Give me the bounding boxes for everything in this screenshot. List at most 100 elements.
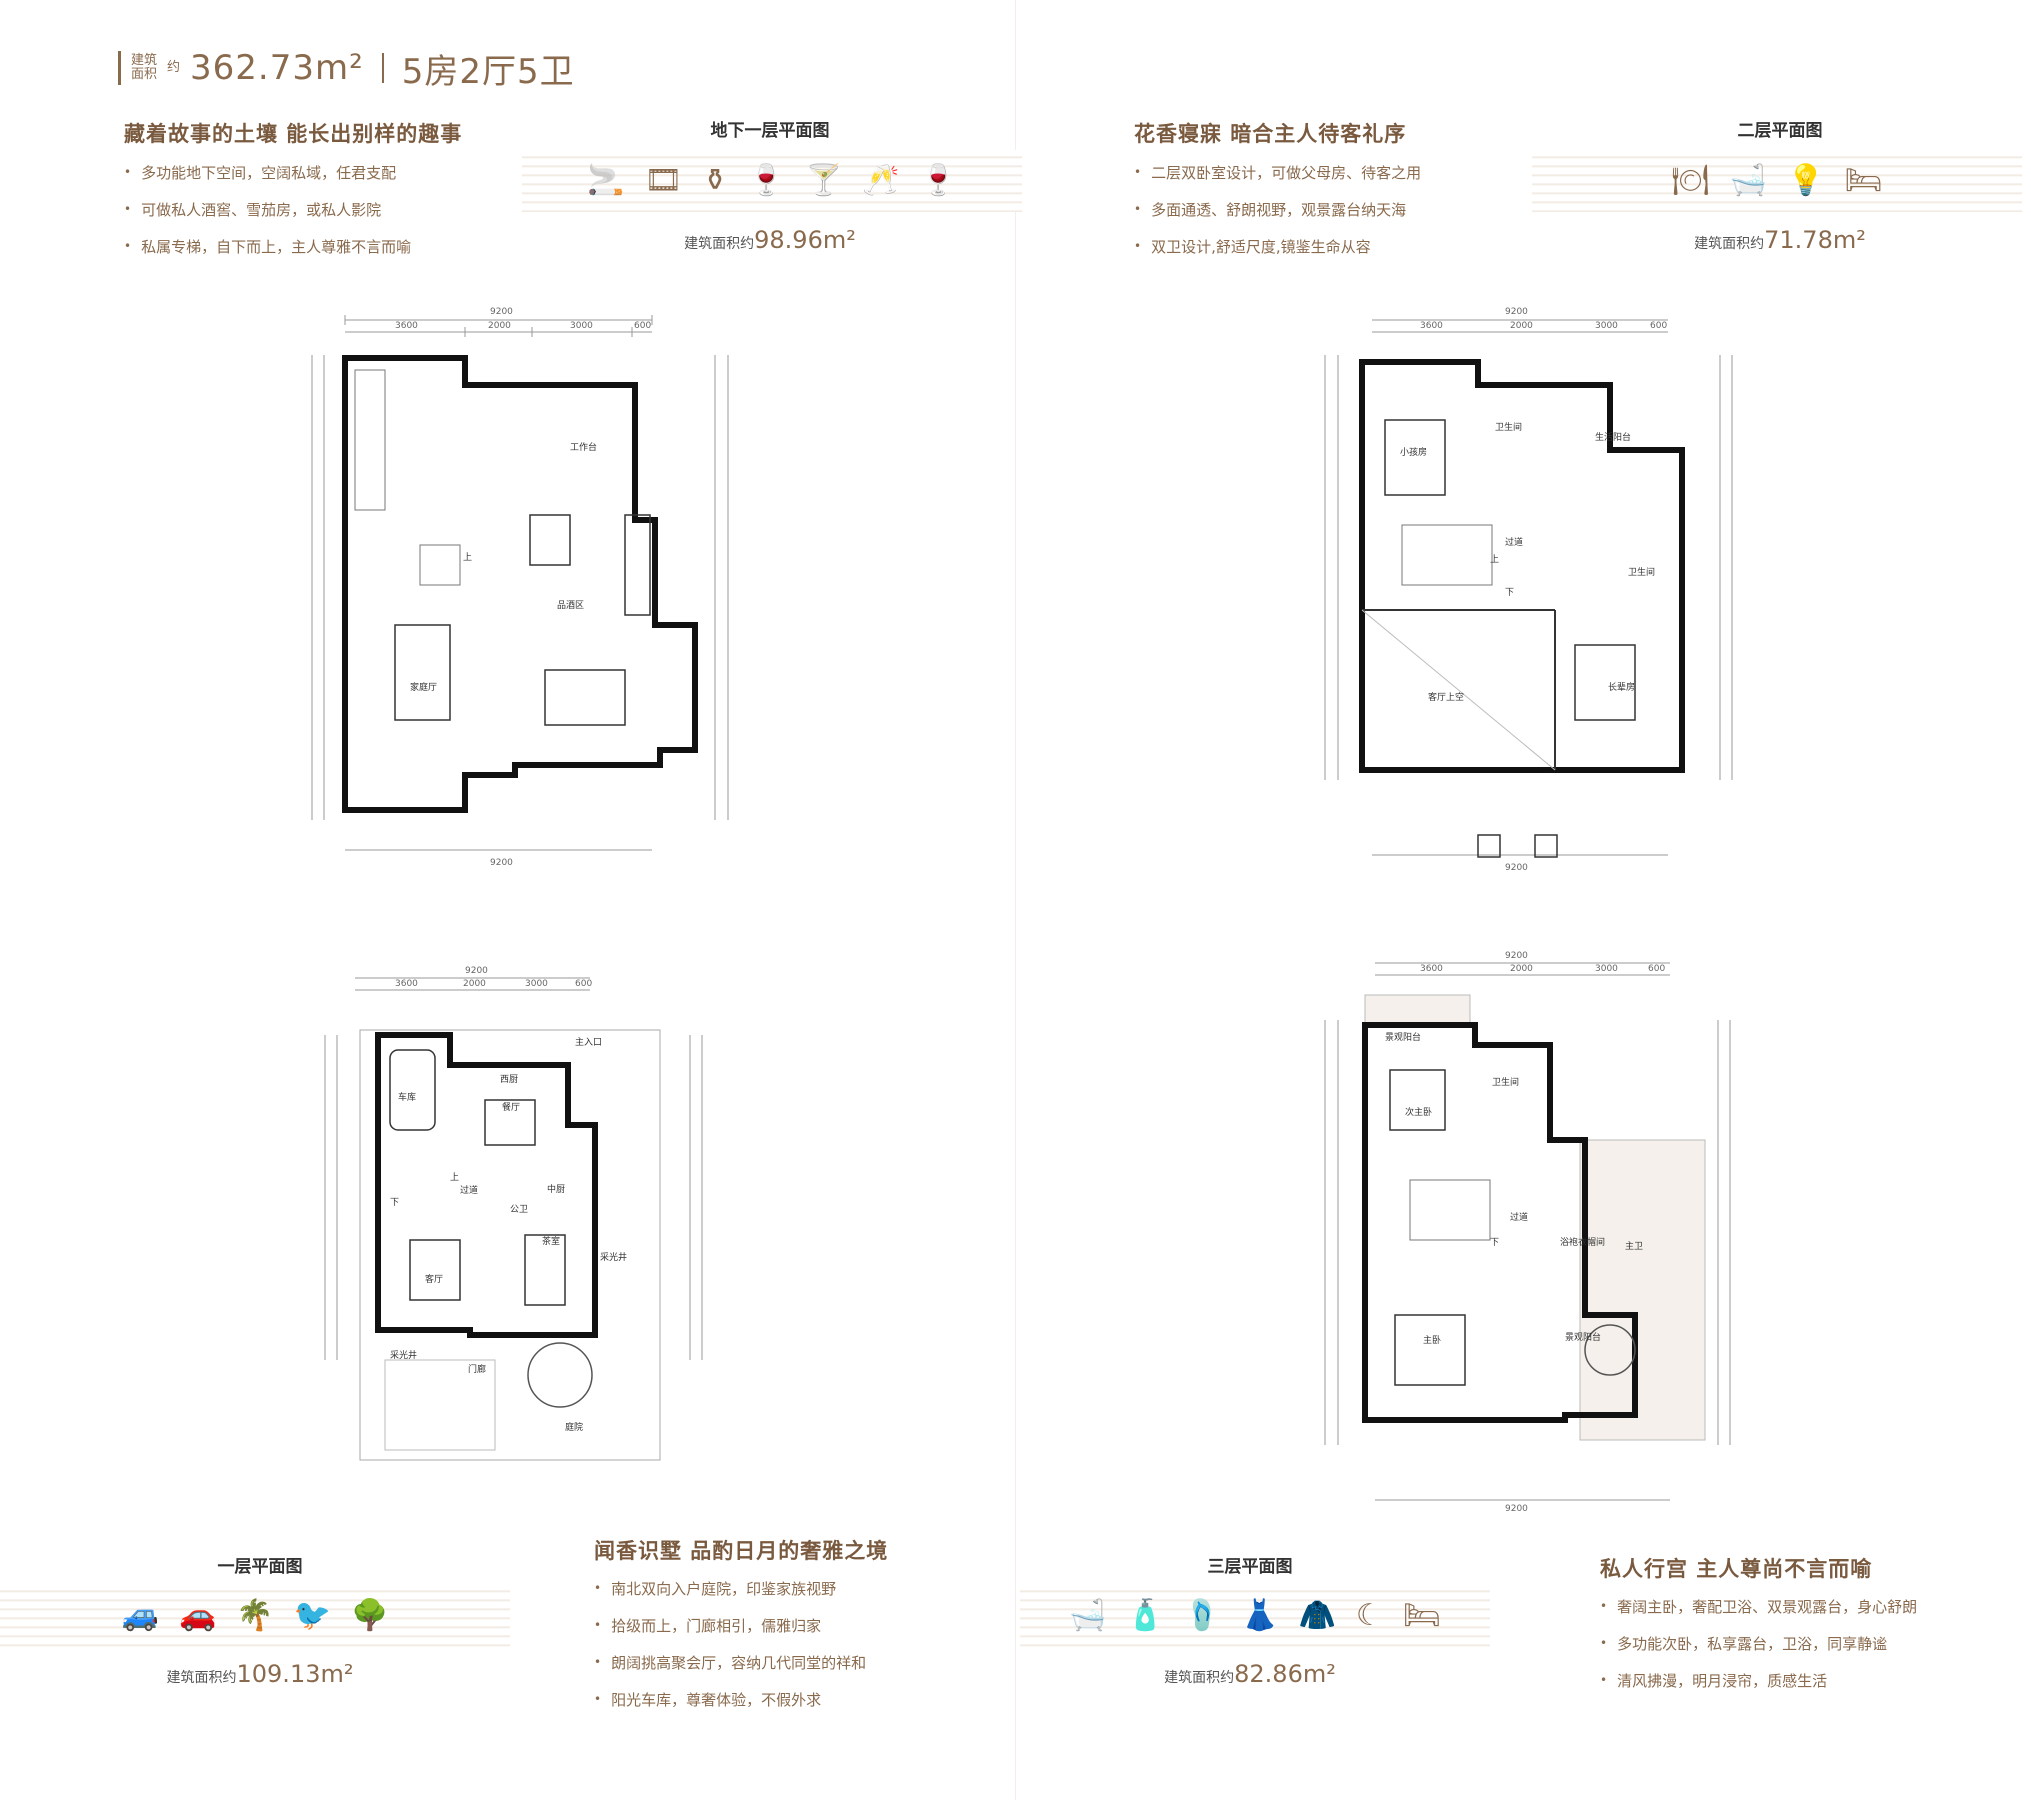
- second-bullet: 二层双卧室设计，可做父母房、待客之用: [1134, 154, 1421, 191]
- lamp-icon: 💡: [1787, 163, 1825, 198]
- basement-bullet: 可做私人酒窖、雪茄房，或私人影院: [124, 191, 411, 228]
- sofa-set: [409, 1239, 461, 1301]
- goblet-icon: 🍸: [804, 163, 843, 198]
- room-label: 上: [463, 552, 472, 563]
- area-value: 82.86m²: [1234, 1660, 1336, 1688]
- tea-table: [524, 1234, 566, 1306]
- dim-seg-2: 2000: [488, 321, 511, 331]
- round-bathtub: [1584, 1324, 1636, 1376]
- basement-plan-title: 地下一层平面图: [710, 121, 830, 141]
- area-label: 建筑面积约: [684, 236, 755, 252]
- room-label: 客厅: [425, 1273, 443, 1285]
- dim-seg-2: 2000: [463, 979, 486, 989]
- area-label: 建筑面积约: [1694, 236, 1765, 252]
- palm-icon: 🌴: [236, 1598, 274, 1633]
- toiletries-icon: 🧴: [1126, 1598, 1164, 1633]
- second-bullet: 多面通透、舒朗视野，观景露台纳天海: [1134, 191, 1421, 228]
- second-floor-plan: 9200 3600 2000 3000 600 9200 小孩房 卫生间 生活阳…: [1324, 307, 1733, 873]
- basement-heading: 藏着故事的土壤 能长出别样的趣事: [124, 122, 463, 146]
- room-label: 家庭厅: [410, 681, 437, 693]
- room-label: 上: [450, 1172, 459, 1183]
- staircase: [419, 544, 461, 586]
- basement-bullet: 私属专梯，自下而上，主人尊雅不言而喻: [124, 228, 411, 265]
- dim-seg-4: 600: [575, 979, 592, 989]
- dim-seg-3: 3000: [525, 979, 548, 989]
- third-area: 建筑面积约82.86m²: [1020, 1660, 1480, 1688]
- basement-bullets: 多功能地下空间，空阔私域，任君支配 可做私人酒窖、雪茄房，或私人影院 私属专梯，…: [124, 154, 411, 265]
- room-label: 卫生间: [1492, 1076, 1519, 1088]
- bed: [1574, 644, 1636, 721]
- area-label-block: 建筑 面积: [131, 54, 157, 82]
- bed-icon: 🛏: [1402, 1598, 1441, 1633]
- room-label: 采光井: [600, 1251, 627, 1263]
- dim-seg-1: 3600: [395, 321, 418, 331]
- dim-seg-3: 3000: [1595, 321, 1618, 331]
- area-label-top: 建筑: [131, 53, 158, 68]
- tree-icon: 🌳: [351, 1598, 389, 1633]
- room-label: 主卫: [1625, 1240, 1643, 1252]
- third-heading: 私人行宫 主人尊尚不言而喻: [1600, 1557, 1873, 1581]
- third-plan-title: 三层平面图: [1207, 1557, 1293, 1577]
- room-label: 主卧: [1423, 1334, 1441, 1346]
- wine-rack: [624, 514, 651, 616]
- film-icon: 🎞: [644, 163, 683, 198]
- dim-seg-2: 2000: [1510, 964, 1533, 974]
- room-label: 过道: [460, 1184, 478, 1196]
- room-label: 公卫: [510, 1204, 528, 1215]
- terrace-tiles: [1579, 1139, 1706, 1441]
- staircase: [1401, 524, 1493, 586]
- basement-area: 建筑面积约98.96m²: [520, 226, 1020, 254]
- void-diagonal: [1361, 609, 1556, 771]
- dim-total-width-bottom: 9200: [1505, 863, 1528, 873]
- header-bar: [118, 51, 121, 85]
- area-label: 建筑面积约: [1164, 1670, 1235, 1686]
- room-label: 采光井: [390, 1349, 417, 1361]
- terrace-tiles: [1364, 994, 1471, 1026]
- room-label: 上: [1490, 554, 1499, 565]
- gym-area: [354, 369, 386, 511]
- champagne-glass-icon: 🥂: [862, 163, 900, 198]
- dim-seg-3: 3000: [570, 321, 593, 331]
- bed: [1389, 1069, 1446, 1131]
- third-bullet: 奢阔主卧，奢配卫浴、双景观露台，身心舒朗: [1600, 1588, 1917, 1625]
- room-label: 景观阳台: [1565, 1331, 1601, 1343]
- room-label: 下: [1490, 1238, 1499, 1248]
- room-label: 过道: [1505, 536, 1523, 548]
- third-floor-plan: 9200 3600 2000 3000 600 9200 景观阳台 卫生间 次主…: [1324, 951, 1731, 1514]
- dim-total-width-bottom: 9200: [490, 858, 513, 868]
- room-label: 长辈房: [1608, 681, 1635, 693]
- basement-floor-plan: 9200 3600 2000 3000 600 9200 工作台 品酒区 家庭厅…: [311, 307, 729, 868]
- basement-icon-band: 🚬 🎞 ⚱ 🍷 🍸 🥂 🍷: [522, 150, 1022, 212]
- umbrella: [527, 1342, 593, 1408]
- third-bullets: 奢阔主卧，奢配卫浴、双景观露台，身心舒朗 多功能次卧，私享露台，卫浴，同享静谧 …: [1600, 1588, 1917, 1699]
- room-label: 景观阳台: [1385, 1031, 1421, 1043]
- bathtub-icon: 🛁: [1069, 1598, 1107, 1633]
- second-area: 建筑面积约71.78m²: [1530, 226, 2030, 254]
- first-bullet: 南北双向入户庭院，印鉴家族视野: [594, 1570, 866, 1607]
- second-icon-band: 🍽 🛁 💡 🛏: [1532, 150, 2022, 212]
- dim-total-width: 9200: [490, 307, 513, 317]
- room-label: 中厨: [547, 1183, 565, 1195]
- dining-set-icon: 🍽: [1671, 163, 1710, 198]
- suv-icon: 🚙: [121, 1598, 159, 1633]
- dim-seg-4: 600: [634, 321, 651, 331]
- area-label-bottom: 面积: [131, 67, 158, 82]
- room-label: 西厨: [500, 1074, 518, 1085]
- second-heading: 花香寝寐 暗合主人待客礼序: [1134, 122, 1407, 146]
- slippers-icon: 🩴: [1183, 1598, 1222, 1633]
- third-bullet: 清风拂漫，明月浸帘，质感生活: [1600, 1662, 1917, 1699]
- room-label: 茶室: [542, 1235, 560, 1247]
- area-value: 109.13m²: [236, 1660, 354, 1688]
- bathtub-icon: 🛁: [1729, 163, 1767, 198]
- second-bullets: 二层双卧室设计，可做父母房、待客之用 多面通透、舒朗视野，观景露台纳天海 双卫设…: [1134, 154, 1421, 265]
- third-bullet: 多功能次卧，私享露台，卫浴，同享静谧: [1600, 1625, 1917, 1662]
- dim-total-width: 9200: [1505, 951, 1528, 961]
- car: [389, 1049, 436, 1131]
- header-separator: [381, 53, 384, 83]
- first-plan-title: 一层平面图: [217, 1557, 303, 1577]
- dim-total-width-bottom: 9200: [1505, 1504, 1528, 1514]
- planter: [1534, 834, 1558, 858]
- room-label: 浴袍衣帽间: [1560, 1236, 1605, 1248]
- dim-seg-3: 3000: [1595, 964, 1618, 974]
- room-label: 庭院: [565, 1421, 583, 1433]
